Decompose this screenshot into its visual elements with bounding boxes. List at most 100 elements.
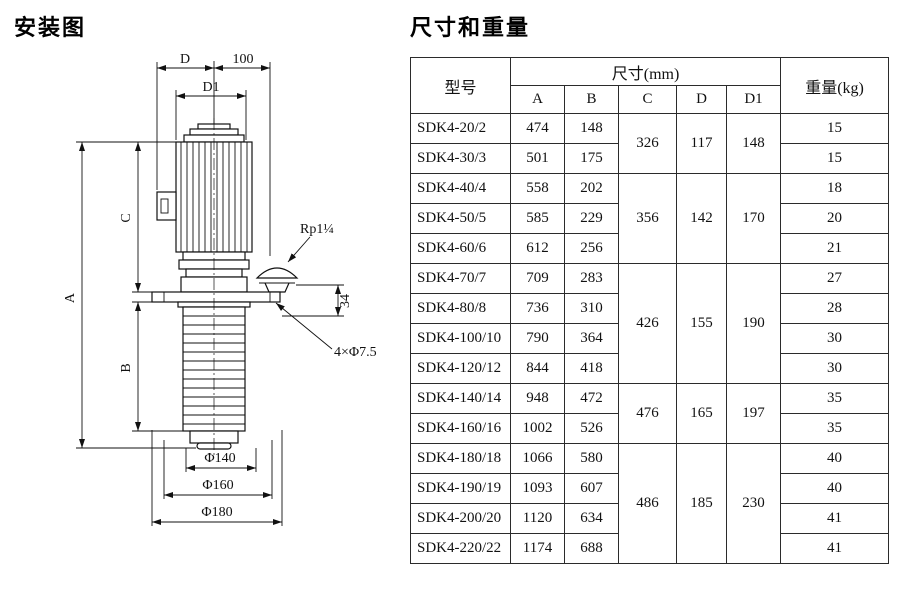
dim-b-cell: 472 [564,383,619,414]
dim-c-cell: 326 [618,113,677,174]
installation-diagram: D 100 D1 A C B Rp1¼ 34 4×Φ7.5 Φ140 Φ160 … [63,52,377,526]
model-cell: SDK4-120/12 [410,353,511,384]
col-header-weight: 重量(kg) [780,57,890,114]
dim-d1-cell: 148 [725,113,782,174]
model-cell: SDK4-70/7 [410,263,511,294]
weight-cell: 41 [780,503,890,534]
model-cell: SDK4-220/22 [410,533,511,564]
dim-b-cell: 148 [564,113,619,144]
dim-label-rp: Rp1¼ [300,222,334,237]
dim-label-phi160: Φ160 [202,478,233,493]
dim-a-cell: 1120 [510,503,565,534]
weight-cell: 18 [780,173,890,204]
dim-a-cell: 612 [510,233,565,264]
table-header-row-1: 型号 尺寸(mm) 重量(kg) [410,57,890,114]
model-cell: SDK4-60/6 [410,233,511,264]
dim-b-cell: 634 [564,503,619,534]
weight-cell: 15 [780,143,890,174]
model-cell: SDK4-30/3 [410,143,511,174]
dimension-lines [76,61,344,526]
dim-d1-cell: 197 [725,383,782,444]
dim-a-cell: 585 [510,203,565,234]
col-header-size: 尺寸(mm) [509,57,782,86]
dim-a-cell: 736 [510,293,565,324]
dim-label-34: 34 [338,294,353,308]
model-cell: SDK4-100/10 [410,323,511,354]
dim-c-cell: 426 [618,263,677,384]
dim-d-cell: 185 [676,443,727,564]
dim-b-cell: 580 [564,443,619,474]
weight-cell: 40 [780,473,890,504]
dim-label-a: A [63,292,78,303]
dim-a-cell: 558 [510,173,565,204]
dim-c-cell: 486 [618,443,677,564]
weight-cell: 41 [780,533,890,564]
dim-d1-cell: 230 [725,443,782,564]
model-cell: SDK4-140/14 [410,383,511,414]
dim-c-cell: 476 [618,383,677,444]
weight-cell: 21 [780,233,890,264]
dim-a-cell: 1066 [510,443,565,474]
dim-a-cell: 1002 [510,413,565,444]
dim-b-cell: 688 [564,533,619,564]
model-cell: SDK4-80/8 [410,293,511,324]
weight-cell: 15 [780,113,890,144]
col-header-a: A [510,85,565,114]
dim-c-cell: 356 [618,173,677,264]
dim-d-cell: 117 [676,113,727,174]
dim-a-cell: 501 [510,143,565,174]
dim-b-cell: 283 [564,263,619,294]
dim-label-holes: 4×Φ7.5 [334,345,377,360]
dim-a-cell: 790 [510,323,565,354]
dim-b-cell: 202 [564,173,619,204]
dim-d-cell: 142 [676,173,727,264]
col-header-model: 型号 [410,57,511,114]
model-cell: SDK4-20/2 [410,113,511,144]
model-cell: SDK4-40/4 [410,173,511,204]
dim-b-cell: 310 [564,293,619,324]
dim-d-cell: 155 [676,263,727,384]
dim-b-cell: 364 [564,323,619,354]
dim-b-cell: 256 [564,233,619,264]
dim-d1-cell: 190 [725,263,782,384]
dim-a-cell: 709 [510,263,565,294]
weight-cell: 35 [780,383,890,414]
model-cell: SDK4-50/5 [410,203,511,234]
dim-label-phi180: Φ180 [201,505,232,520]
model-cell: SDK4-190/19 [410,473,511,504]
col-header-d1: D1 [725,85,782,114]
pump-outline [151,123,299,450]
weight-cell: 27 [780,263,890,294]
dim-b-cell: 418 [564,353,619,384]
dim-label-100: 100 [233,52,254,67]
dim-a-cell: 844 [510,353,565,384]
weight-cell: 28 [780,293,890,324]
dim-b-cell: 526 [564,413,619,444]
dim-label-d1: D1 [202,80,219,95]
table-title: 尺寸和重量 [410,15,531,40]
model-cell: SDK4-180/18 [410,443,511,474]
model-cell: SDK4-160/16 [410,413,511,444]
dim-b-cell: 229 [564,203,619,234]
weight-cell: 40 [780,443,890,474]
dim-label-b: B [119,363,134,372]
dim-a-cell: 474 [510,113,565,144]
weight-cell: 30 [780,353,890,384]
dim-b-cell: 607 [564,473,619,504]
col-header-b: B [564,85,619,114]
dim-label-c: C [119,213,134,222]
dim-a-cell: 1093 [510,473,565,504]
weight-cell: 35 [780,413,890,444]
